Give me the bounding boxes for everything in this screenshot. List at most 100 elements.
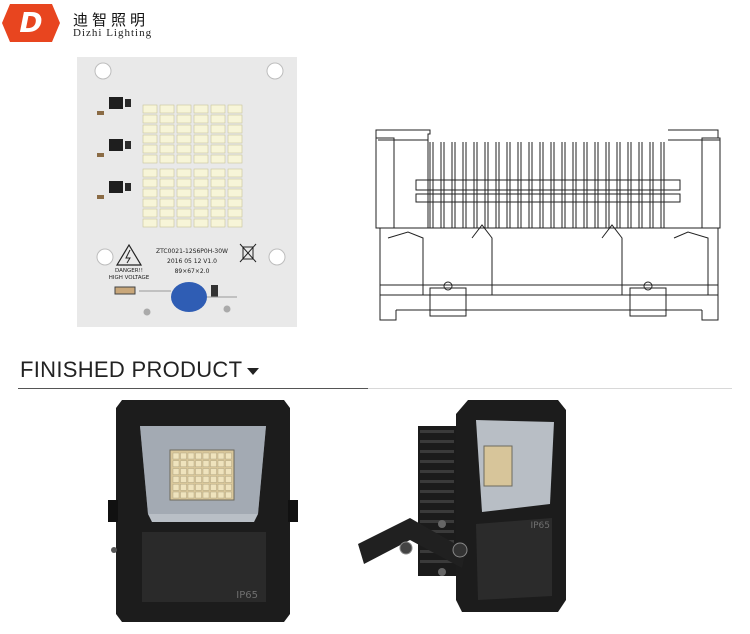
driver-ic [109,97,123,109]
warning-line-2: HIGH VOLTAGE [109,275,150,281]
led-chip [225,491,232,499]
led-chip [193,144,209,154]
driver-ic [125,141,131,149]
warning-line-1: DANGER!! [115,268,143,274]
led-chip [142,154,158,164]
led-chip [195,491,202,499]
led-chip [180,476,187,483]
led-chip [227,134,243,144]
led-chip [225,483,232,491]
diode [211,285,218,297]
led-chip [142,104,158,114]
led-chip [187,460,195,467]
led-chip [193,198,209,208]
led-chip [227,154,243,164]
led-chip [210,483,217,491]
led-chip [187,452,195,460]
led-chip [193,168,209,178]
led-chip [217,491,225,499]
heatsink-technical-drawing [375,129,721,321]
smd-resistor [97,111,104,115]
led-chip [176,198,192,208]
module-model: ZTC0021-12S6P0H-30W [156,248,228,255]
led-chip [180,460,187,467]
led-chip [225,460,232,467]
led-chip [227,104,243,114]
led-chip [210,144,226,154]
fin [420,470,454,473]
led-chip [159,144,175,154]
led-chip [159,124,175,134]
led-chip [217,468,225,475]
section-divider-light [368,388,732,389]
led-chip [159,178,175,188]
led-chip [159,154,175,164]
crossed-bin-icon [239,243,257,263]
led-chip [180,468,187,475]
led-chip [142,134,158,144]
led-chip [176,168,192,178]
led-chip [172,491,180,499]
led-chip [227,168,243,178]
driver-ic [125,99,131,107]
led-chip [227,178,243,188]
led-chip [202,452,210,460]
mounting-bracket [358,518,466,568]
ip-rating-label: IP65 [236,590,258,601]
led-chip [227,208,243,218]
led-chip [142,218,158,228]
led-chip [210,188,226,198]
led-chip [195,483,202,491]
led-chip [225,468,232,475]
led-chip [142,124,158,134]
led-chip [176,188,192,198]
led-chip [172,483,180,491]
led-chip [142,208,158,218]
led-chip [193,178,209,188]
led-chip [187,468,195,475]
section-divider [18,388,368,389]
led-chip [172,452,180,460]
led-chip [225,476,232,483]
led-chip [227,218,243,228]
led-chip [193,188,209,198]
led-chip [176,104,192,114]
led-chip [195,460,202,467]
fin [420,560,454,563]
led-chip [210,198,226,208]
led-chip [210,208,226,218]
led-chip [227,144,243,154]
led-chip [172,460,180,467]
led-chip [180,452,187,460]
caret-down-icon [247,368,259,375]
led-module-board: DANGER!! HIGH VOLTAGE ZTC0021-12S6P0H-30… [77,57,297,327]
led-chip [172,468,180,475]
cable-gland [452,542,468,558]
led-chip [176,178,192,188]
led-chip [193,208,209,218]
led-chip [142,188,158,198]
led-chip [202,468,210,475]
fin [420,430,454,433]
led-chip [210,114,226,124]
led-chip [142,144,158,154]
module-date: 2016 05 12 V1.0 [167,258,217,265]
led-chip [210,104,226,114]
varistor-capacitor [171,282,207,312]
fin [420,440,454,443]
led-chip [159,208,175,218]
led-chip [210,178,226,188]
led-chip [176,144,192,154]
led-chip [159,104,175,114]
led-chip [176,124,192,134]
brand-logo: D [2,4,60,42]
led-chip [210,154,226,164]
logo-letter: D [19,6,42,39]
driver-ic [125,183,131,191]
fin [420,490,454,493]
fin [420,520,454,523]
led-chip [193,104,209,114]
led-chip [159,114,175,124]
fin [420,500,454,503]
led-chip [159,188,175,198]
